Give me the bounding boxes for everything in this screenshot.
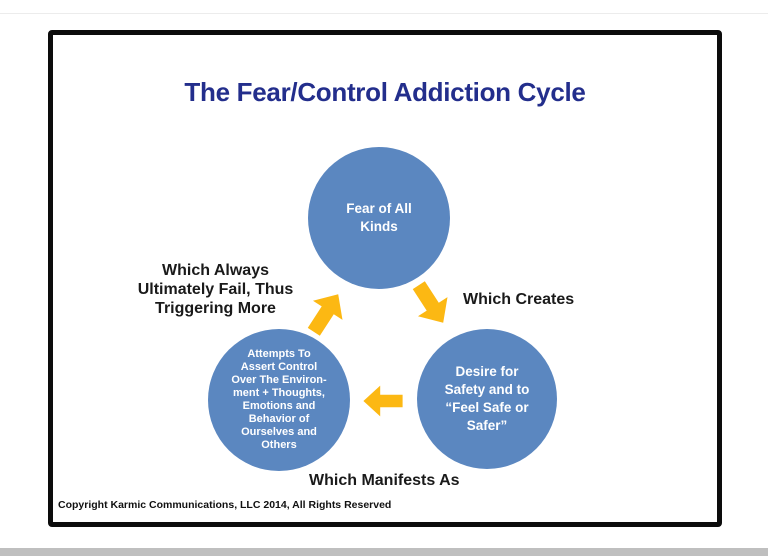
which-fail-arrow-icon xyxy=(296,282,356,344)
page-bottom-band xyxy=(0,548,768,556)
slide-canvas: The Fear/Control Addiction Cycle Fear of… xyxy=(48,30,722,527)
node-desire-for-safety: Desire for Safety and to “Feel Safe or S… xyxy=(417,329,557,469)
copyright-notice: Copyright Karmic Communications, LLC 201… xyxy=(58,499,392,511)
which-manifests-arrow-icon xyxy=(362,378,404,424)
edge-label-which-always-ultimately-fail: Which Always Ultimately Fail, Thus Trigg… xyxy=(137,262,294,318)
page-top-hairline xyxy=(0,13,768,14)
edge-label-which-manifests-as: Which Manifests As xyxy=(309,472,460,489)
which-creates-arrow-icon xyxy=(401,273,461,335)
edge-label-which-creates: Which Creates xyxy=(463,291,575,308)
node-attempts-to-assert-control: Attempts To Assert Control Over The Envi… xyxy=(208,329,350,471)
node-fear-of-all-kinds: Fear of All Kinds xyxy=(308,147,450,289)
slide-title: The Fear/Control Addiction Cycle xyxy=(184,77,586,107)
